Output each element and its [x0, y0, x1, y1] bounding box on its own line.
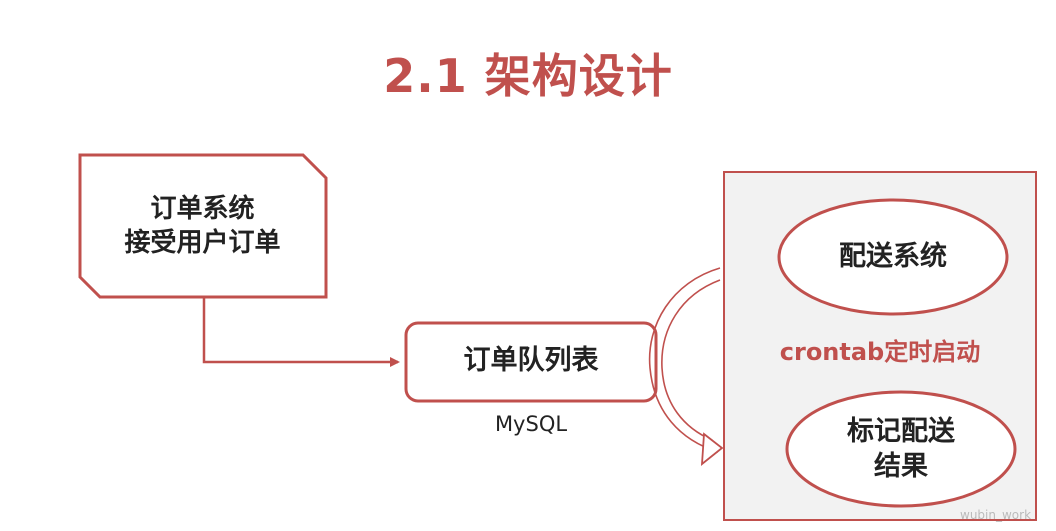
- watermark: wubin_work: [960, 508, 1032, 522]
- order-queue-label: 订单队列表: [463, 345, 599, 376]
- curved-arrow-head: [700, 432, 724, 466]
- order-to-queue-arrow: [202, 297, 400, 367]
- mark-result-subtitle: 结果: [874, 451, 928, 483]
- order-system-subtitle: 接受用户订单: [124, 227, 281, 258]
- order-queue-box: [404, 321, 658, 403]
- page-title: 2.1 架构设计: [383, 49, 673, 103]
- crontab-trigger-label: crontab定时启动: [779, 338, 981, 366]
- mark-result-node: 标记配送 结果: [786, 414, 1016, 484]
- mark-result-ellipse: [785, 390, 1017, 508]
- delivery-system-ellipse: [777, 198, 1009, 316]
- mark-result-title: 标记配送: [847, 416, 955, 447]
- order-system-node: 订单系统 接受用户订单: [80, 193, 325, 261]
- order-system-title: 订单系统: [150, 194, 255, 224]
- queue-to-delivery-curved-arrow-inner: [661, 279, 721, 441]
- order-system-box: [78, 153, 328, 299]
- queue-to-delivery-curved-arrow: [648, 267, 721, 453]
- delivery-system-label: 配送系统: [839, 241, 947, 272]
- mysql-caption: MySQL: [494, 412, 568, 436]
